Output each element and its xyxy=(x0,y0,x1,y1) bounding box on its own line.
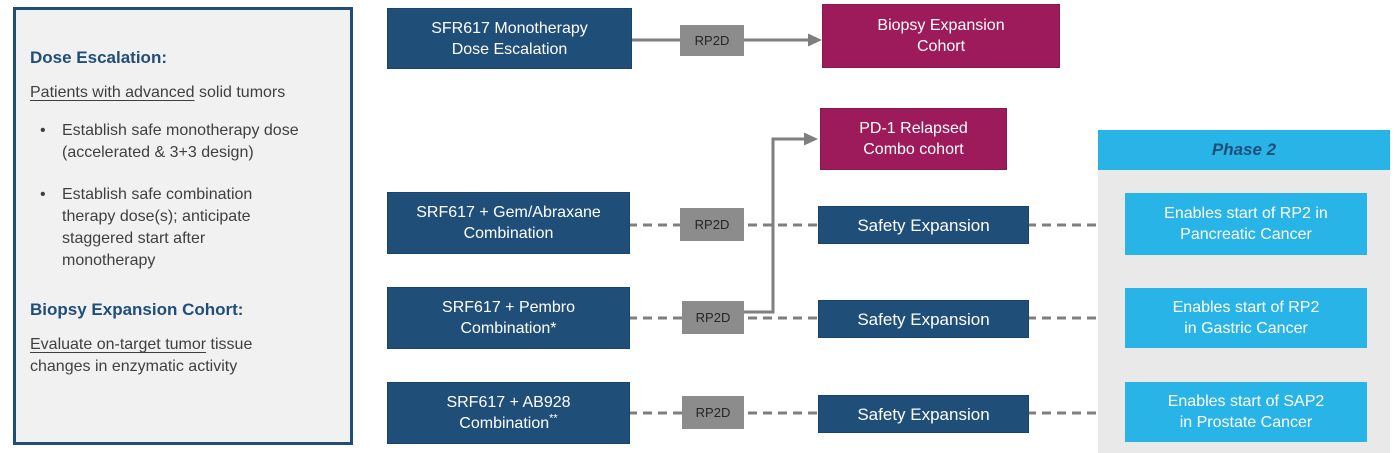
dose-escalation-panel-content: Dose Escalation: Patients with advanced … xyxy=(16,10,350,378)
phase2-outcome-pancreatic: Enables start of RP2 in Pancreatic Cance… xyxy=(1125,193,1367,255)
bullet-item-combination-dose: Establish safe combination therapy dose(… xyxy=(38,184,300,272)
intro-text: Patients with advanced solid tumors xyxy=(30,82,338,104)
safety-expansion-label: Safety Expansion xyxy=(857,404,990,424)
ab928-footnote-marker: ** xyxy=(549,412,558,425)
dose-escalation-heading: Dose Escalation: xyxy=(30,48,167,67)
phase2-header: Phase 2 xyxy=(1098,130,1390,170)
safety-expansion-label: Safety Expansion xyxy=(857,309,990,329)
bullet-list: Establish safe monotherapy dose (acceler… xyxy=(30,120,338,272)
rp2d-tag-ab928: RP2D xyxy=(682,396,744,429)
rp2d-tag-gem: RP2D xyxy=(680,208,744,241)
phase2-outcome-prostate-label: Enables start of SAP2 in Prostate Cancer xyxy=(1167,393,1325,431)
phase2-outcome-gastric-label: Enables start of RP2 in Gastric Cancer xyxy=(1172,299,1320,337)
biopsy-cohort-text: Evaluate on-target tumor tissue changes … xyxy=(30,334,292,378)
intro-underlined-text: Patients with advanced xyxy=(30,84,195,101)
rp2d-tag-monotherapy: RP2D xyxy=(680,25,744,56)
biopsy-expansion-box-label: Biopsy Expansion Cohort xyxy=(877,17,1005,55)
phase2-outcome-prostate: Enables start of SAP2 in Prostate Cancer xyxy=(1125,382,1367,442)
gem-abraxane-box: SRF617 + Gem/Abraxane Combination xyxy=(387,192,630,254)
arrowhead-biopsy xyxy=(808,33,822,47)
outro-rest-text: tissue changes in enzymatic activity xyxy=(30,336,253,375)
monotherapy-box-label: SFR617 Monotherapy Dose Escalation xyxy=(431,19,588,58)
dose-escalation-panel: Dose Escalation: Patients with advanced … xyxy=(13,7,353,445)
safety-expansion-box-pembro: Safety Expansion xyxy=(818,300,1029,338)
monotherapy-box: SFR617 Monotherapy Dose Escalation xyxy=(387,8,632,69)
arrowhead-pd1 xyxy=(804,132,818,146)
rp2d-tag-pembro: RP2D xyxy=(682,301,744,334)
elbow-line-pd1 xyxy=(744,137,804,314)
phase2-panel: Phase 2 Enables start of RP2 in Pancreat… xyxy=(1098,130,1390,453)
pembro-box-label: SRF617 + Pembro Combination* xyxy=(442,299,575,337)
biopsy-expansion-box: Biopsy Expansion Cohort xyxy=(822,4,1060,68)
bullet-item-monotherapy-dose: Establish safe monotherapy dose (acceler… xyxy=(38,120,314,164)
outro-underlined-text: Evaluate on-target tumor xyxy=(30,336,207,353)
intro-rest-text: solid tumors xyxy=(194,84,286,101)
safety-expansion-box-gem: Safety Expansion xyxy=(818,206,1029,244)
phase2-outcome-gastric: Enables start of RP2 in Gastric Cancer xyxy=(1125,288,1367,348)
pembro-box: SRF617 + Pembro Combination* xyxy=(387,287,630,349)
pd1-relapsed-box-label: PD-1 Relapsed Combo cohort xyxy=(859,120,968,158)
ab928-line2: Combination xyxy=(459,415,550,432)
phase2-outcome-pancreatic-label: Enables start of RP2 in Pancreatic Cance… xyxy=(1164,205,1328,243)
pd1-relapsed-box: PD-1 Relapsed Combo cohort xyxy=(820,108,1007,170)
gem-abraxane-box-label: SRF617 + Gem/Abraxane Combination xyxy=(416,204,601,242)
ab928-line1: SRF617 + AB928 xyxy=(446,394,571,411)
safety-expansion-label: Safety Expansion xyxy=(857,215,990,235)
safety-expansion-box-ab928: Safety Expansion xyxy=(818,395,1029,433)
biopsy-cohort-heading: Biopsy Expansion Cohort: xyxy=(30,300,244,319)
